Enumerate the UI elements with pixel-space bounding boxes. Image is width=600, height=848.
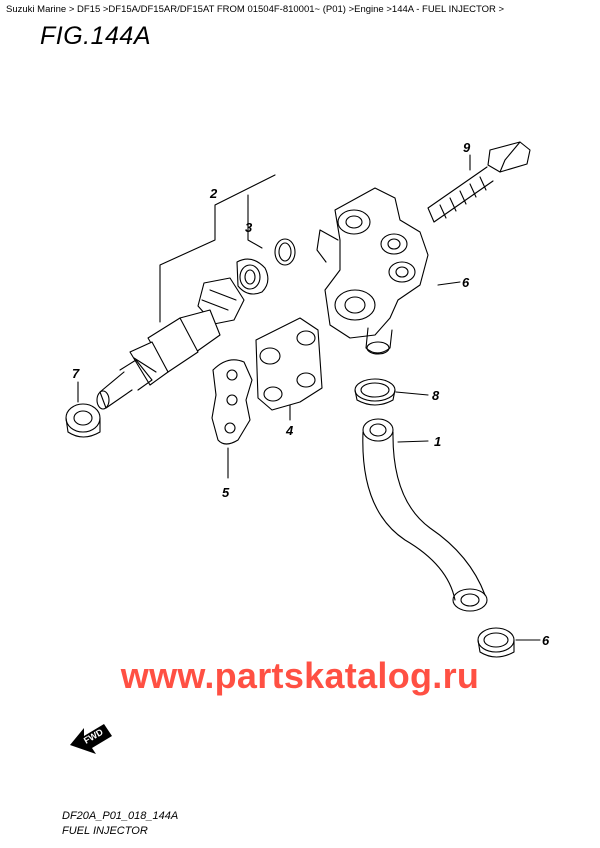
drawing-code: DF20A_P01_018_144A xyxy=(62,810,179,822)
bolt-part-9[interactable] xyxy=(427,141,531,223)
breadcrumb[interactable]: Suzuki Marine > DF15 >DF15A/DF15AR/DF15A… xyxy=(6,4,505,15)
clip-part-8[interactable] xyxy=(354,378,429,406)
callout-8: 8 xyxy=(432,388,440,403)
fuel-injector-part-2[interactable] xyxy=(96,258,269,410)
callout-1: 1 xyxy=(434,434,441,449)
callout-7: 7 xyxy=(72,366,80,381)
figure-title: FIG.144A xyxy=(40,22,151,50)
callout-2: 2 xyxy=(209,186,218,201)
callout-5: 5 xyxy=(222,485,230,500)
spacer-part-4[interactable] xyxy=(255,317,323,421)
gasket-part-5[interactable] xyxy=(211,359,253,479)
callout-9: 9 xyxy=(463,140,471,155)
o-ring-part-3[interactable] xyxy=(274,238,296,266)
hose-part-1[interactable] xyxy=(362,418,488,612)
clip-part-6-lower[interactable] xyxy=(477,627,541,658)
callout-6-upper: 6 xyxy=(462,275,470,290)
callout-6-lower: 6 xyxy=(542,633,550,648)
watermark: www.partskatalog.ru xyxy=(120,655,480,696)
callout-4: 4 xyxy=(285,423,294,438)
injector-holder-part-6[interactable] xyxy=(316,187,429,355)
grommet-part-7[interactable] xyxy=(65,381,101,438)
callout-3: 3 xyxy=(245,220,253,235)
fwd-arrow-icon: FWD xyxy=(70,724,112,754)
figure-caption: FUEL INJECTOR xyxy=(62,825,148,837)
